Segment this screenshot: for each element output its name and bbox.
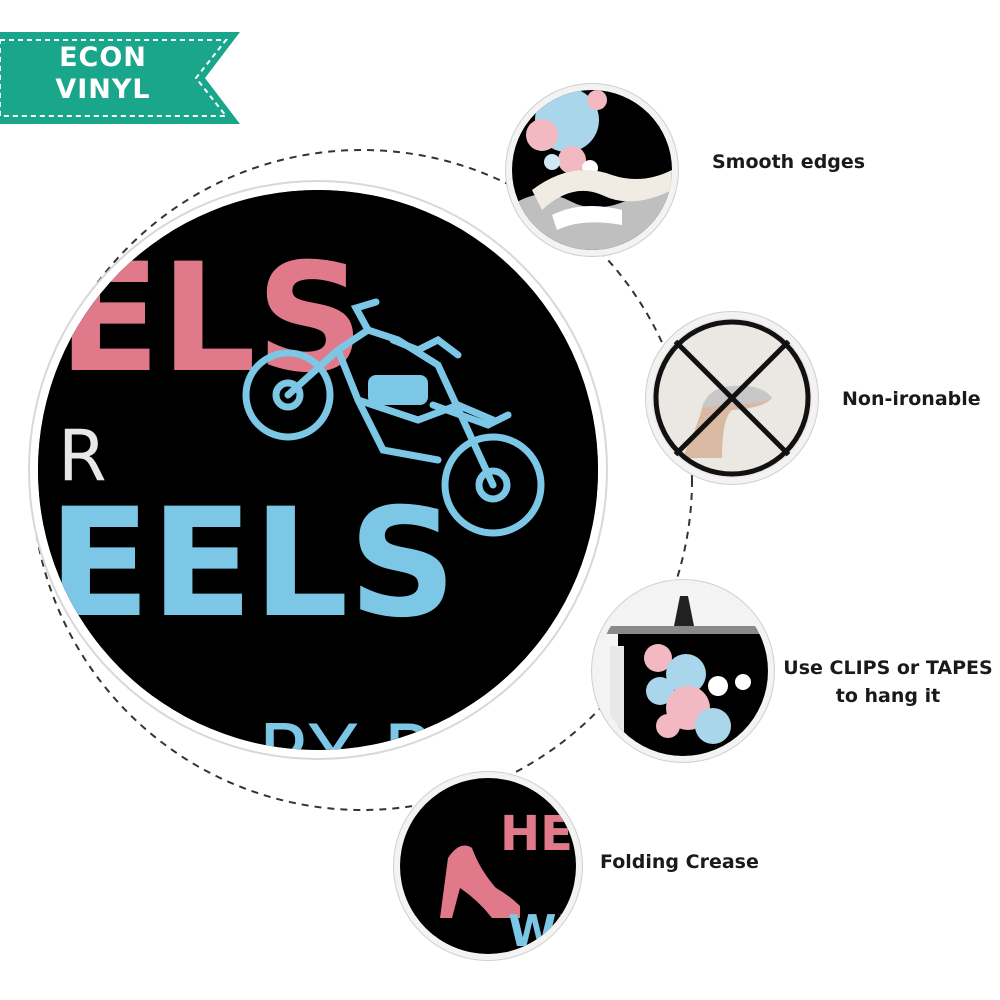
non-ironable-label: Non-ironable [842,388,981,410]
product-closeup-circle: ELS R EELS RY PR [38,190,598,750]
smooth-edges-label: Smooth edges [712,151,866,173]
econ-vinyl-badge [0,32,240,124]
badge-line-2: VINYL [55,74,151,105]
non-ironable-circle [652,318,812,478]
product-artwork: ELS R EELS RY PR [38,190,598,750]
folding-crease-label: Folding Crease [600,851,759,873]
hanging-label-line-2: to hang it [835,685,941,707]
hanging-label: Use CLIPS or TAPES to hang it [778,654,998,710]
artwork-word-or: R [58,415,107,497]
artwork-word-bottom: EELS [48,477,457,651]
hanging-circle [598,586,768,756]
hanging-label-line-1: Use CLIPS or TAPES [783,657,993,679]
folding-crease-circle: HE WH [400,778,576,954]
motorcycle-illustration [242,298,545,537]
smooth-edges-photo [512,90,672,250]
badge-label: ECON VINYL [38,42,168,106]
smooth-edges-circle [512,90,672,250]
badge-line-1: ECON [59,42,147,73]
folding-crease-photo: HE WH [400,778,576,954]
non-ironable-photo [652,318,812,478]
hanging-photo [598,586,768,756]
